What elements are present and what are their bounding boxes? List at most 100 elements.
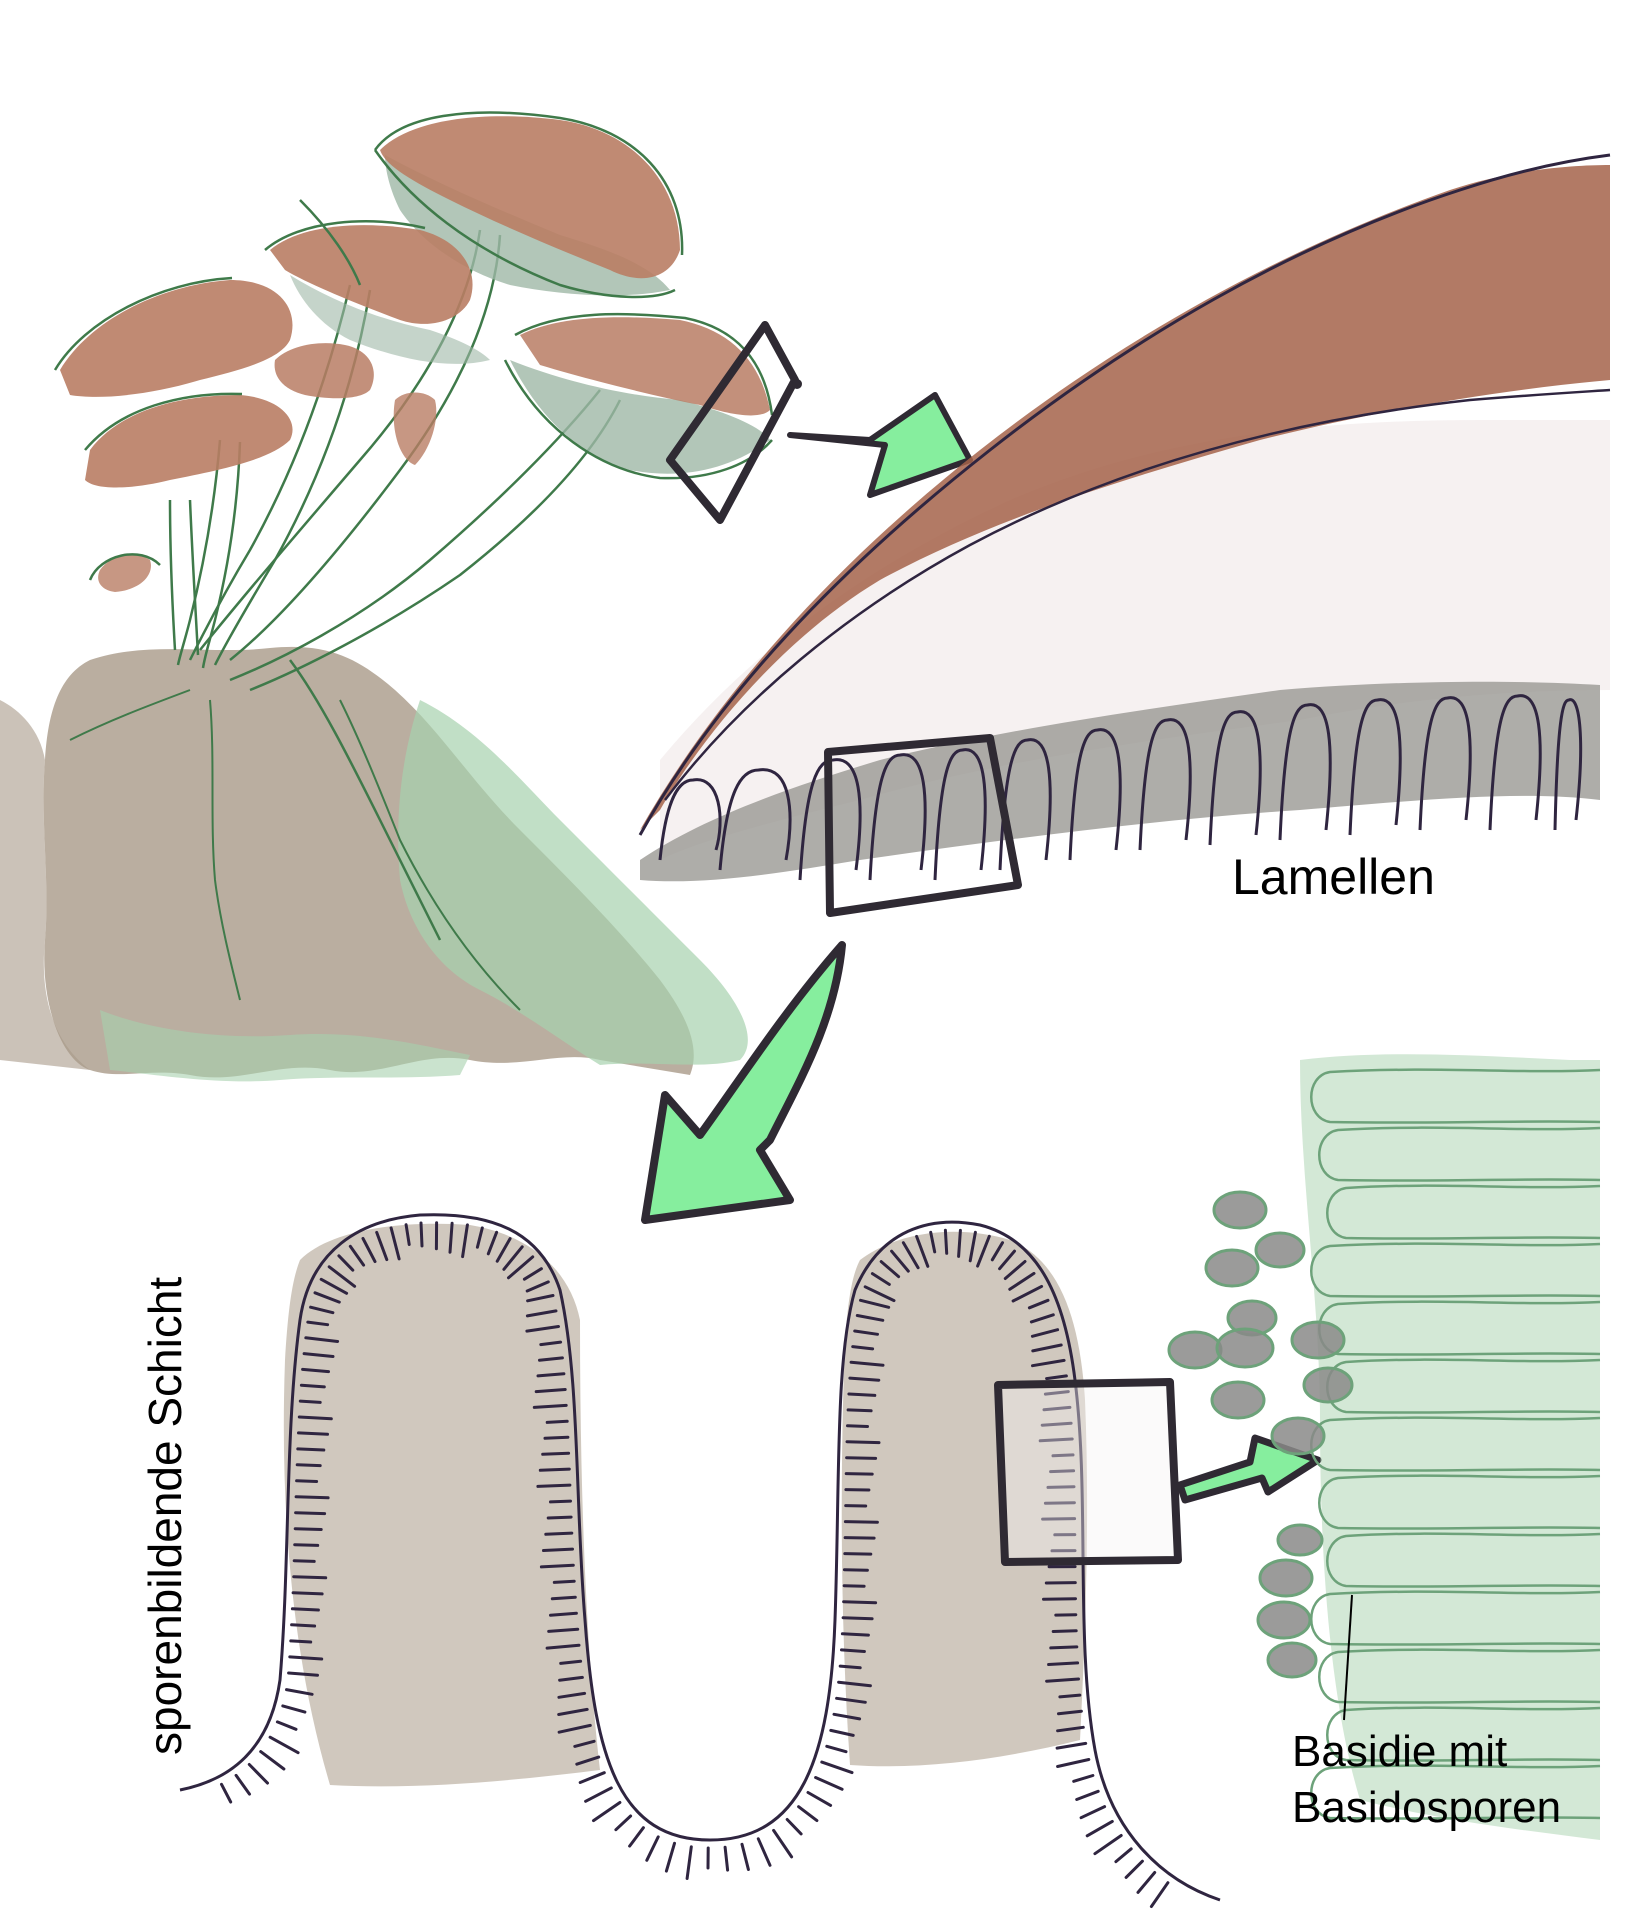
spore-layer-hair [475, 1226, 484, 1249]
spore-layer-hair [275, 1720, 298, 1731]
zoom-arrow-gills [641, 941, 846, 1224]
spore-layer-hair [507, 1255, 535, 1280]
zoom-arrow-spore-layer [1176, 1434, 1322, 1504]
spore-layer-hair [855, 1314, 885, 1322]
spore-layer-hair [843, 1536, 876, 1540]
spore-layer-hair [990, 1241, 1004, 1262]
cap-section-illustration [638, 153, 1611, 882]
spore-layer-hair [901, 1241, 920, 1270]
stump-crack [339, 699, 521, 1011]
spore-layer-hair [448, 1221, 454, 1254]
spore-layer-hair [1043, 1390, 1070, 1396]
spore-layer-hair [849, 1360, 885, 1367]
mushroom-cap [98, 554, 151, 592]
zoom-frame-gills [824, 734, 1022, 917]
spore-layer-hair [1045, 1677, 1080, 1683]
hypha-cell [1326, 1184, 1601, 1240]
spore-layer-hair [538, 1356, 564, 1362]
spore-layer-hair [814, 1776, 844, 1791]
spore-layer-hair [1055, 1741, 1088, 1750]
spore-layer-hair [832, 1712, 862, 1721]
spore-layer-hair [539, 1340, 563, 1347]
spore-layer-hair [534, 1388, 567, 1394]
mushroom-cap [85, 395, 293, 488]
spore-layer-hair [998, 1249, 1016, 1271]
spore-layer-hair [546, 1515, 573, 1520]
spore-layer-hair [1047, 1661, 1080, 1666]
spore-layer-hair [851, 1345, 875, 1351]
spore-layer-hair [843, 1552, 873, 1556]
spore-layer-hair [842, 1568, 869, 1572]
spore-layer-hair [495, 1237, 512, 1263]
gill-loop [868, 753, 927, 881]
spore-layer-hair [292, 1575, 328, 1580]
spore-layer-hair [1049, 1469, 1076, 1474]
spore-layer-hair [419, 1221, 424, 1248]
spore-layer-hair [1040, 1421, 1073, 1427]
spore-layer-hair [550, 1595, 577, 1601]
spore-layer-hair [1136, 1871, 1157, 1894]
spore-layer-hair [614, 1814, 633, 1832]
mushroom-cap [380, 116, 680, 279]
spore-layer-hair [929, 1230, 937, 1254]
label-sporenbildende-schicht: sporenbildende Schicht [139, 1276, 191, 1755]
spore-layer-hair [293, 1543, 320, 1547]
spore-layer-hair [1046, 1485, 1076, 1489]
spore-layer-hair [853, 1329, 879, 1336]
cap-outlines [53, 111, 774, 581]
spore-layer-hair [234, 1773, 251, 1796]
spore-layer-hair [295, 1463, 322, 1468]
spore-layer-hair [628, 1826, 645, 1848]
gill-loop [1348, 698, 1402, 836]
spore-layer-hair [845, 1440, 881, 1445]
gill-loop [933, 748, 987, 881]
spore-layer-hair [1030, 1328, 1060, 1338]
spore-layer-hair [337, 1254, 355, 1272]
spore-layer-hair [1124, 1859, 1144, 1879]
spore-layer-hair [1056, 1725, 1085, 1733]
spore-layer-hair [1042, 1597, 1077, 1601]
gill-loop [1553, 698, 1583, 831]
spore-layer-hair [557, 1723, 592, 1734]
spore-layer-hair [1085, 1819, 1114, 1838]
spore-layer-hair [525, 1280, 550, 1293]
spore-layer-hair [840, 1632, 870, 1637]
spore-layer-hair [645, 1835, 660, 1862]
hypha-cell [1326, 1706, 1601, 1762]
basidiospore [1215, 1327, 1275, 1369]
spore-layer-hair [461, 1223, 469, 1259]
spore-layer-hair [1093, 1834, 1123, 1856]
spore-layer-hair [1058, 1693, 1082, 1699]
spore-layer-hair [259, 1750, 286, 1771]
hypha-cell [1318, 1648, 1601, 1704]
spore-layer-hair [557, 1707, 589, 1716]
hypha-cell [1310, 1068, 1601, 1124]
spore-layer-hair [525, 1309, 558, 1318]
hypha-cell [1318, 1126, 1601, 1182]
spore-layer-hair [541, 1451, 571, 1456]
hypha-cell [1310, 1764, 1601, 1820]
spore-layer-hair [290, 1623, 317, 1628]
spore-layer-hair [968, 1230, 977, 1263]
basidiospore [1167, 1330, 1223, 1370]
hypha-cell [1326, 1532, 1601, 1588]
spore-layer-hair [863, 1285, 896, 1303]
spore-layer-hair [592, 1801, 622, 1823]
spore-layer-hair [841, 1616, 874, 1621]
stump-crack [209, 699, 241, 1001]
spore-layer-hairs [220, 1221, 1170, 1908]
spore-layer-hair [573, 1739, 596, 1748]
spore-layer-hair [915, 1234, 930, 1268]
basidiospore [1256, 1600, 1312, 1640]
gill-loop [1278, 703, 1332, 841]
spore-layer-hair [301, 1367, 330, 1374]
spore-layer-hair [375, 1230, 389, 1262]
spore-layer-hair [1029, 1313, 1055, 1324]
mushroom-cap [520, 317, 770, 416]
gill-loop [1208, 710, 1262, 846]
moss-bottom [100, 1010, 470, 1082]
spore-layer-hair [532, 1403, 568, 1409]
spore-layer-hair [291, 1591, 324, 1596]
spore-layer-hair [544, 1531, 574, 1536]
gill-wash-right [841, 1231, 1088, 1767]
